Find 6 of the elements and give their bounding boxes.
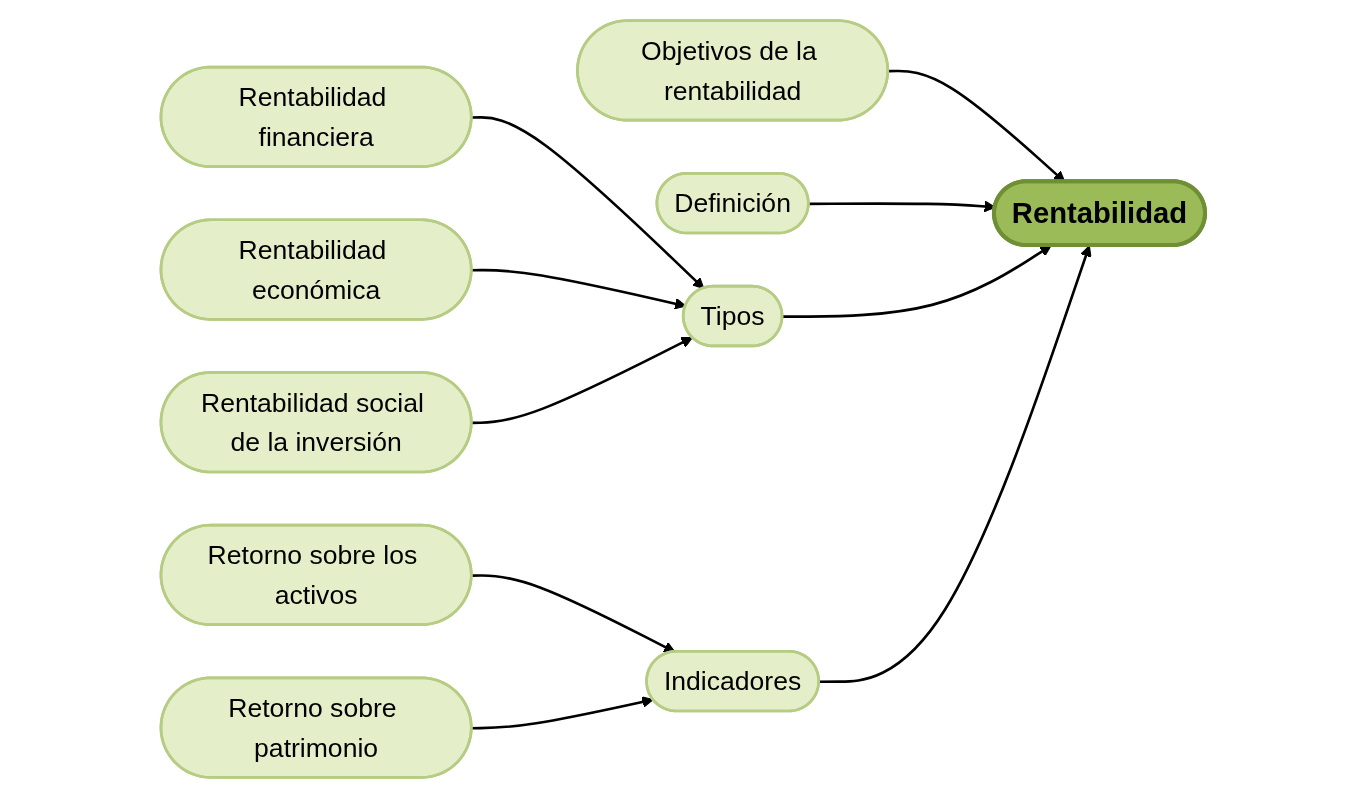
arrow	[471, 696, 654, 730]
arrow	[471, 574, 676, 653]
arrow	[782, 245, 1052, 318]
arrow	[471, 116, 705, 290]
arrow	[471, 337, 693, 425]
arrow	[819, 245, 1092, 684]
